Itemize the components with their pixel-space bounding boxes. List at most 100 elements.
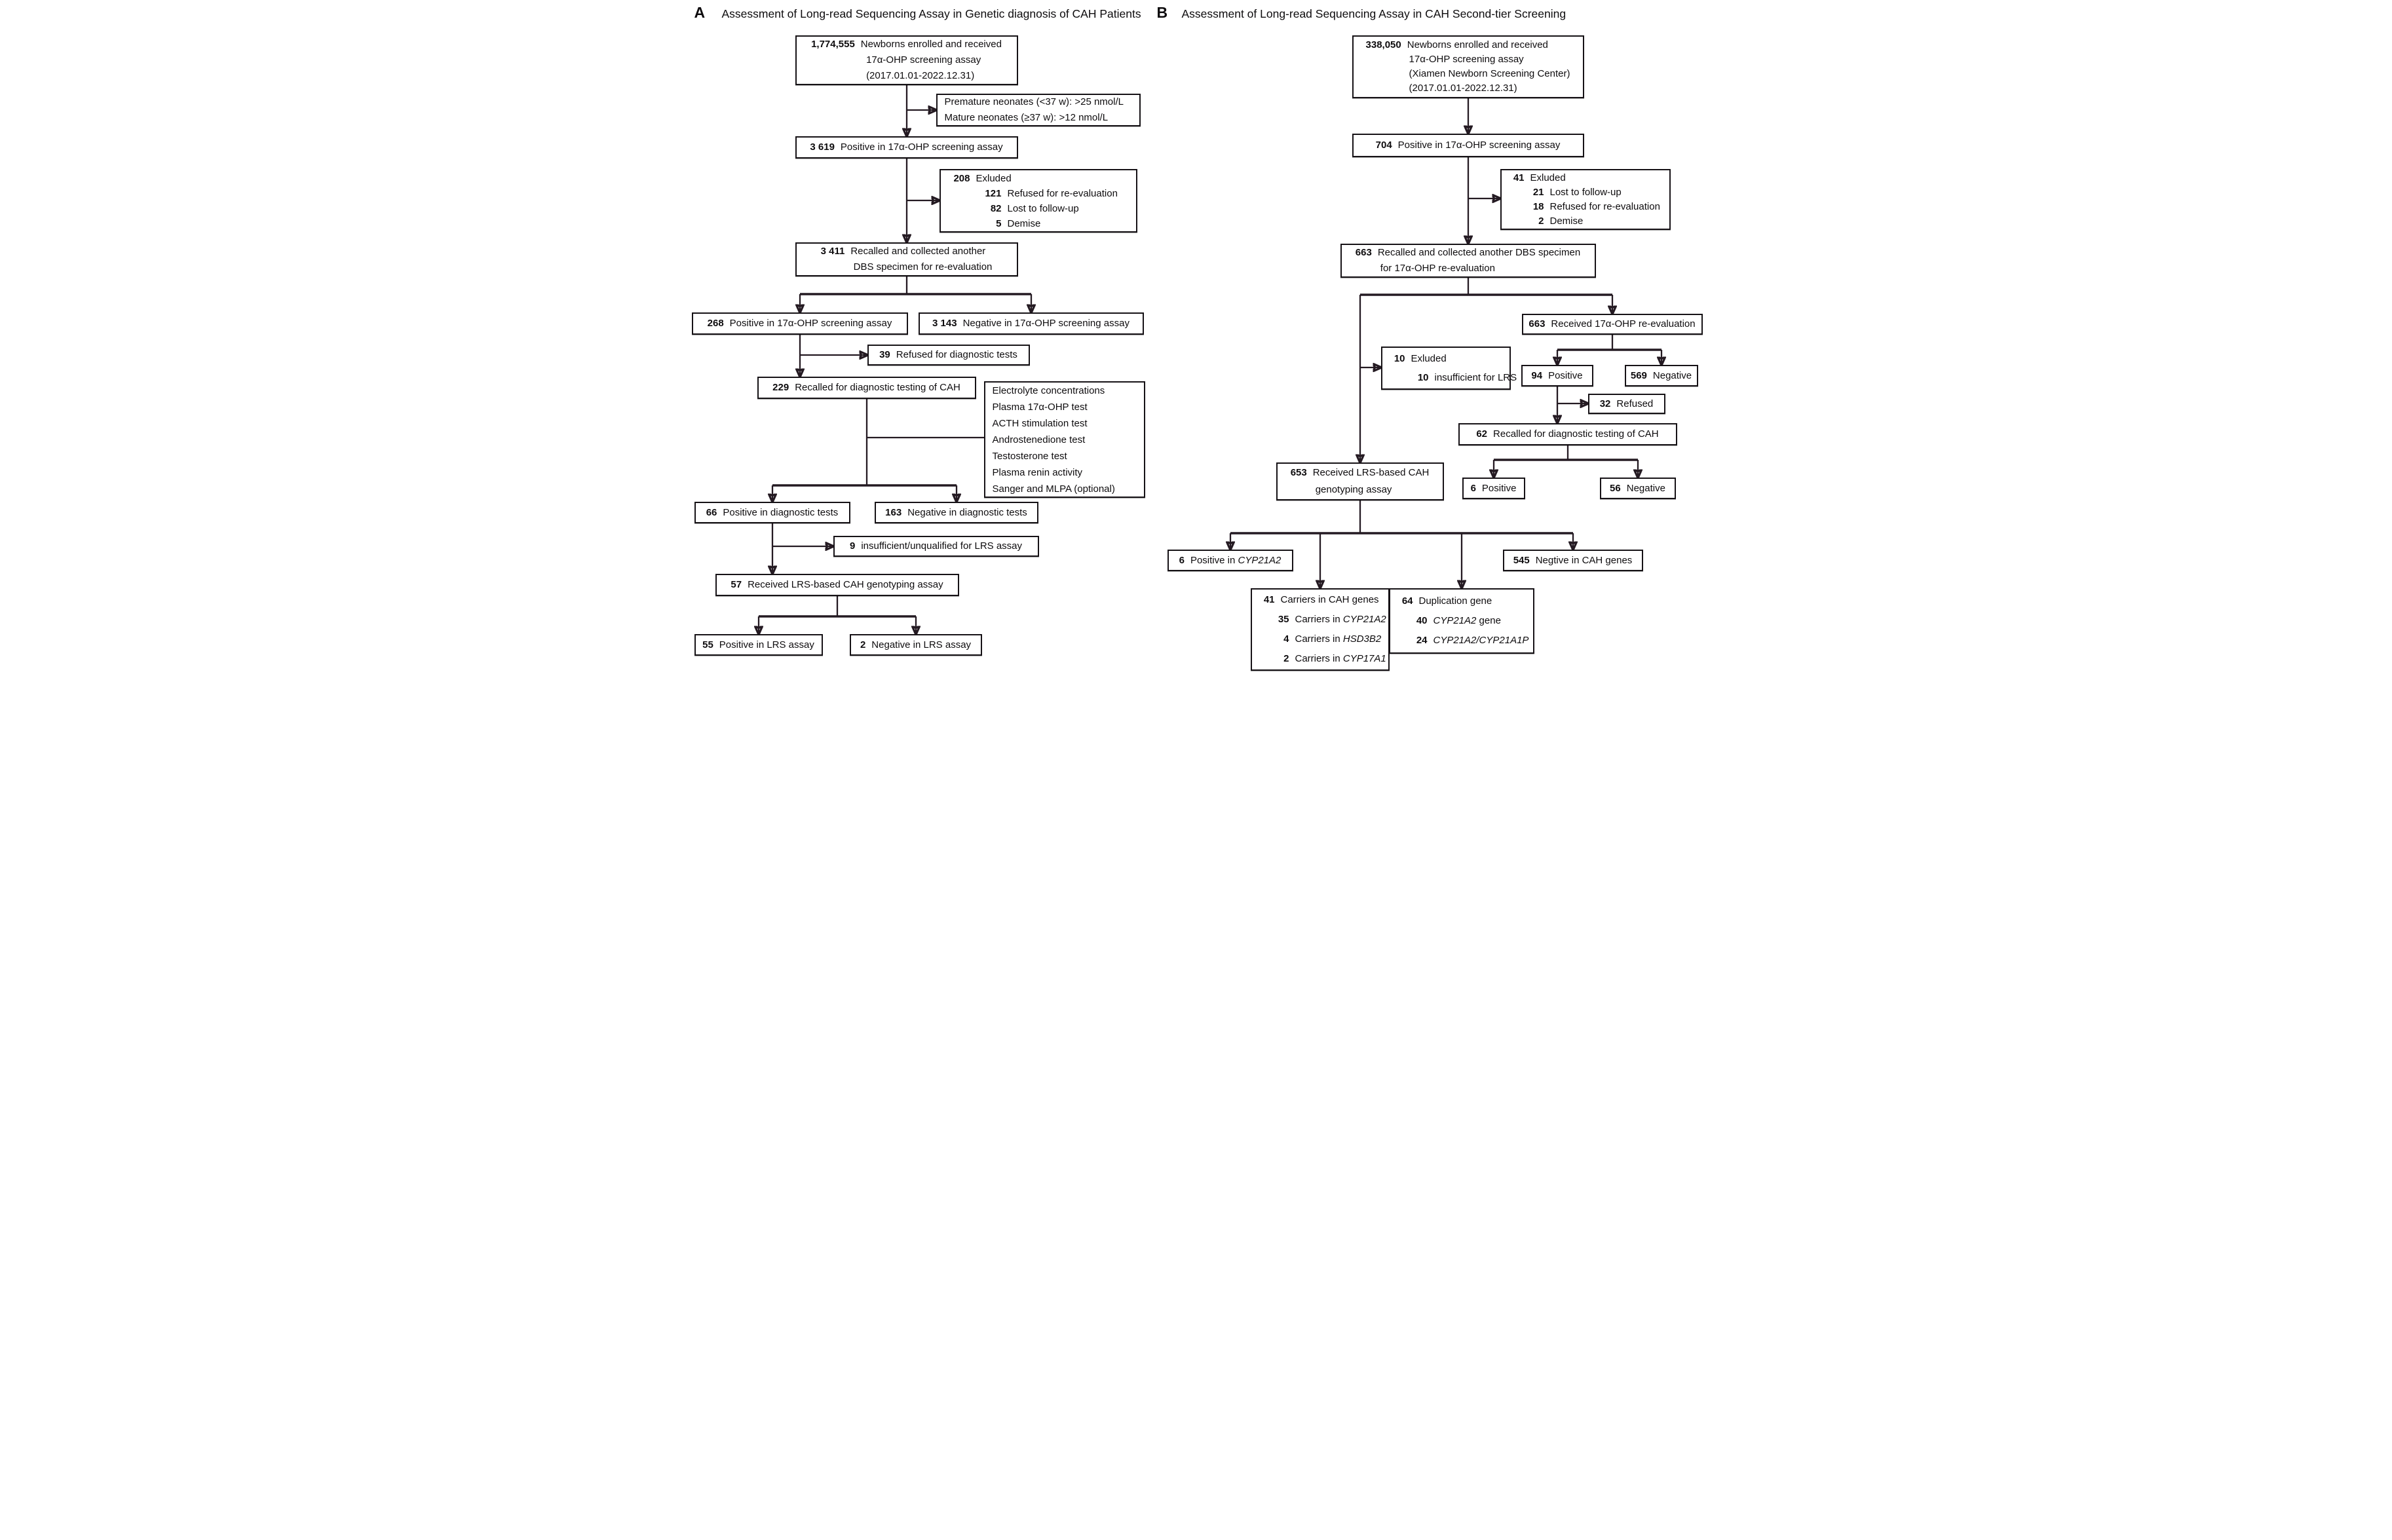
gene-name: CYP21A2 [1238,554,1281,566]
panel-b-title: Assessment of Long-read Sequencing Assay… [1181,7,1566,20]
box-line: ACTH stimulation test [993,415,1139,432]
box-line: 64 Duplication gene [1396,592,1528,611]
insufficient-9-box: 9 insufficient/unqualified for LRS assay [833,536,1039,557]
count-value: 208 [953,172,970,184]
label-text: 17α-OHP screening assay [866,54,981,66]
label-text: Testosterone test [992,450,1067,462]
label-text: Newborns enrolled and received [1407,39,1548,50]
gene-name: CYP17A1 [1342,653,1386,664]
count-value: 5 [996,217,1002,229]
panel-b-label: B [1156,4,1168,21]
label-text: Positive in 17α-OHP screening assay [729,318,892,329]
count-value: 9 [849,540,856,552]
label-text: Carriers in [1295,614,1343,625]
count-value: 3 619 [810,141,835,153]
count-value: 3 143 [932,318,957,329]
box-line: 17α-OHP screening assay [866,52,1002,68]
positive-screening-3619-box: 3 619 Positive in 17α-OHP screening assay [795,136,1018,159]
label-text: insufficient for LRS [1434,372,1517,383]
box-line: DBS specimen for re-evaluation [854,259,993,275]
label-text: Recalled and collected another [850,246,986,257]
label-text: Positive in 17α-OHP screening assay [840,141,1003,153]
label-text: Newborns enrolled and received [860,39,1002,50]
box-line: 82 Lost to follow-up [947,201,1131,216]
label-text: Lost to follow-up [1007,202,1079,214]
box-line: genotyping assay [1316,481,1430,498]
label-text: Electrolyte concentrations [992,385,1105,396]
label-text: Positive [1481,482,1517,494]
box-line: 3 411 Recalled and collected another [821,244,993,259]
received-reevaluation-663-box: 663 Received 17α-OHP re-evaluation [1521,314,1703,335]
count-value: 3 411 [820,246,845,257]
box-line: 663 Received 17α-OHP re-evaluation [1528,316,1695,332]
label-text: insufficient/unqualified for LRS assay [861,540,1023,552]
label-text: Mature neonates (≥37 w): >12 nmol/L [944,112,1109,123]
count-value: 82 [990,202,1002,214]
label-text: Received 17α-OHP re-evaluation [1551,318,1696,329]
label-text: Refused [1616,398,1654,409]
count-value: 653 [1290,467,1307,478]
count-value: 121 [985,187,1002,199]
count-value: 4 [1283,633,1289,645]
label-text: Carriers in [1295,653,1343,664]
count-value: 569 [1630,369,1647,381]
count-value: 2 [1283,653,1289,664]
box-line: 1,774,555 Newborns enrolled and received [811,37,1002,52]
count-value: 663 [1528,318,1546,329]
count-value: 6 [1179,554,1185,566]
label-text: DBS specimen for re-evaluation [853,261,993,272]
label-text: Exluded [1530,172,1566,183]
count-value: 663 [1355,247,1372,258]
label-text: Positive in 17α-OHP screening assay [1397,140,1561,151]
box-line: 2 Carriers in CYP17A1 [1258,649,1386,669]
count-value: 64 [1401,595,1413,607]
label-text: Positive [1548,369,1583,381]
label-text: Demise [1549,215,1584,227]
label-text: Sanger and MLPA (optional) [992,483,1115,495]
label-text: 17α-OHP screening assay [1409,54,1524,65]
label-text: Duplication gene [1418,595,1492,607]
label-text: Refused for diagnostic tests [896,349,1017,360]
label-text: Negative in LRS assay [871,639,972,650]
label-text: genotyping assay [1315,484,1392,495]
label-text: Negtive in CAH genes [1535,554,1633,566]
box-line: Plasma 17α-OHP test [993,399,1139,415]
count-value: 66 [706,506,717,518]
gene-name: CYP21A2 [1342,614,1386,625]
count-value: 62 [1476,428,1488,440]
label-text: Exluded [1411,353,1447,364]
gene-name: CYP21A2/CYP21A1P [1433,635,1529,646]
count-value: 1,774,555 [811,39,855,50]
